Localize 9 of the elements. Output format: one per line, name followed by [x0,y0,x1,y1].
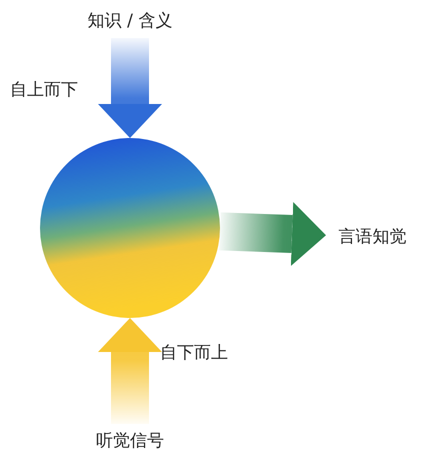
text-label: 知识 / 含义 [75,8,185,34]
edge-label: 自下而上 [160,342,228,364]
text-label: 言语知觉 [330,224,415,250]
block-arrow [98,318,162,424]
edge-label: 自上而下 [10,79,78,101]
gradient-circle [40,138,220,318]
text-label: 听觉信号 [85,428,175,454]
block-arrow [219,202,327,266]
block-arrow [98,38,162,138]
